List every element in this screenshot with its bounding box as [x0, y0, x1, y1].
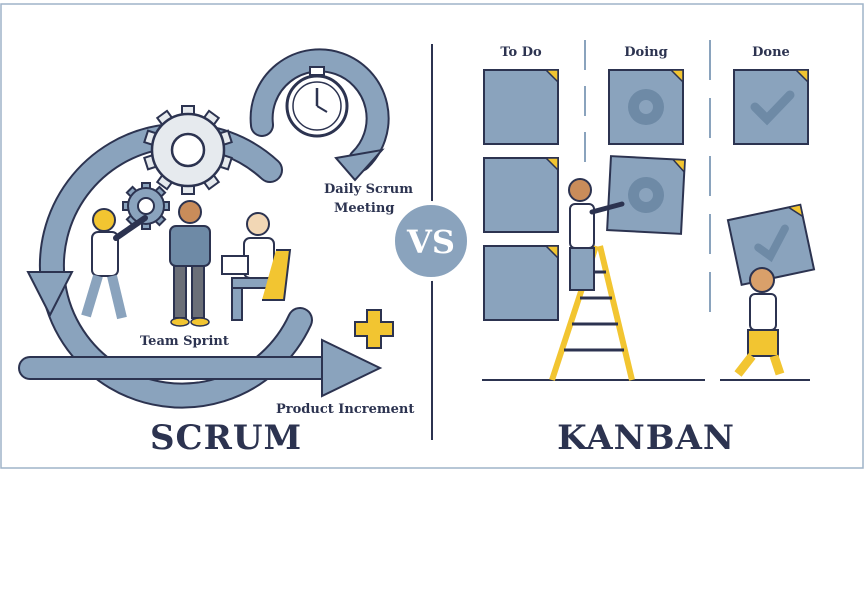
- check-icon: [750, 90, 795, 126]
- kanban-title: KANBAN: [557, 418, 735, 458]
- column-header-doing: Doing: [624, 45, 667, 60]
- doing-card: [608, 69, 684, 145]
- product-increment-label: Product Increment: [276, 402, 414, 417]
- chair-icon: [262, 249, 292, 301]
- team-person-middle: [169, 200, 211, 327]
- scrum-panel: Daily Scrum Meeting Team Sprint Product …: [18, 48, 414, 458]
- laptop-icon: [221, 255, 249, 275]
- daily-loop-arrowhead: [334, 148, 385, 182]
- vs-badge: [391, 201, 471, 281]
- vs-label: VS: [406, 223, 455, 261]
- todo-card: [483, 69, 559, 145]
- doing-card-held: [606, 155, 686, 235]
- stopwatch-icon: [285, 66, 349, 138]
- todo-card: [483, 245, 559, 321]
- small-gear-icon: [122, 182, 170, 230]
- sprint-loop-arrowhead: [26, 271, 74, 318]
- plus-icon: [354, 309, 394, 349]
- increment-arrowhead: [321, 338, 383, 398]
- kanban-panel: To Do Doing Done: [482, 40, 816, 458]
- team-person-right: [221, 212, 292, 321]
- team-sprint-label: Team Sprint: [140, 334, 229, 349]
- person-carrying-card: [726, 203, 816, 377]
- column-header-done: Done: [752, 45, 790, 60]
- check-icon: [754, 224, 789, 263]
- scrum-title: SCRUM: [150, 418, 302, 458]
- daily-scrum-label-line2: Meeting: [334, 201, 394, 216]
- column-header-todo: To Do: [500, 45, 542, 60]
- team-person-left: [81, 208, 148, 320]
- person-on-ladder: [568, 178, 625, 291]
- large-gear-icon: [143, 105, 233, 195]
- daily-scrum-label-line1: Daily Scrum: [324, 182, 413, 197]
- done-card: [733, 69, 809, 145]
- todo-card: [483, 157, 559, 233]
- daily-loop: [251, 50, 388, 170]
